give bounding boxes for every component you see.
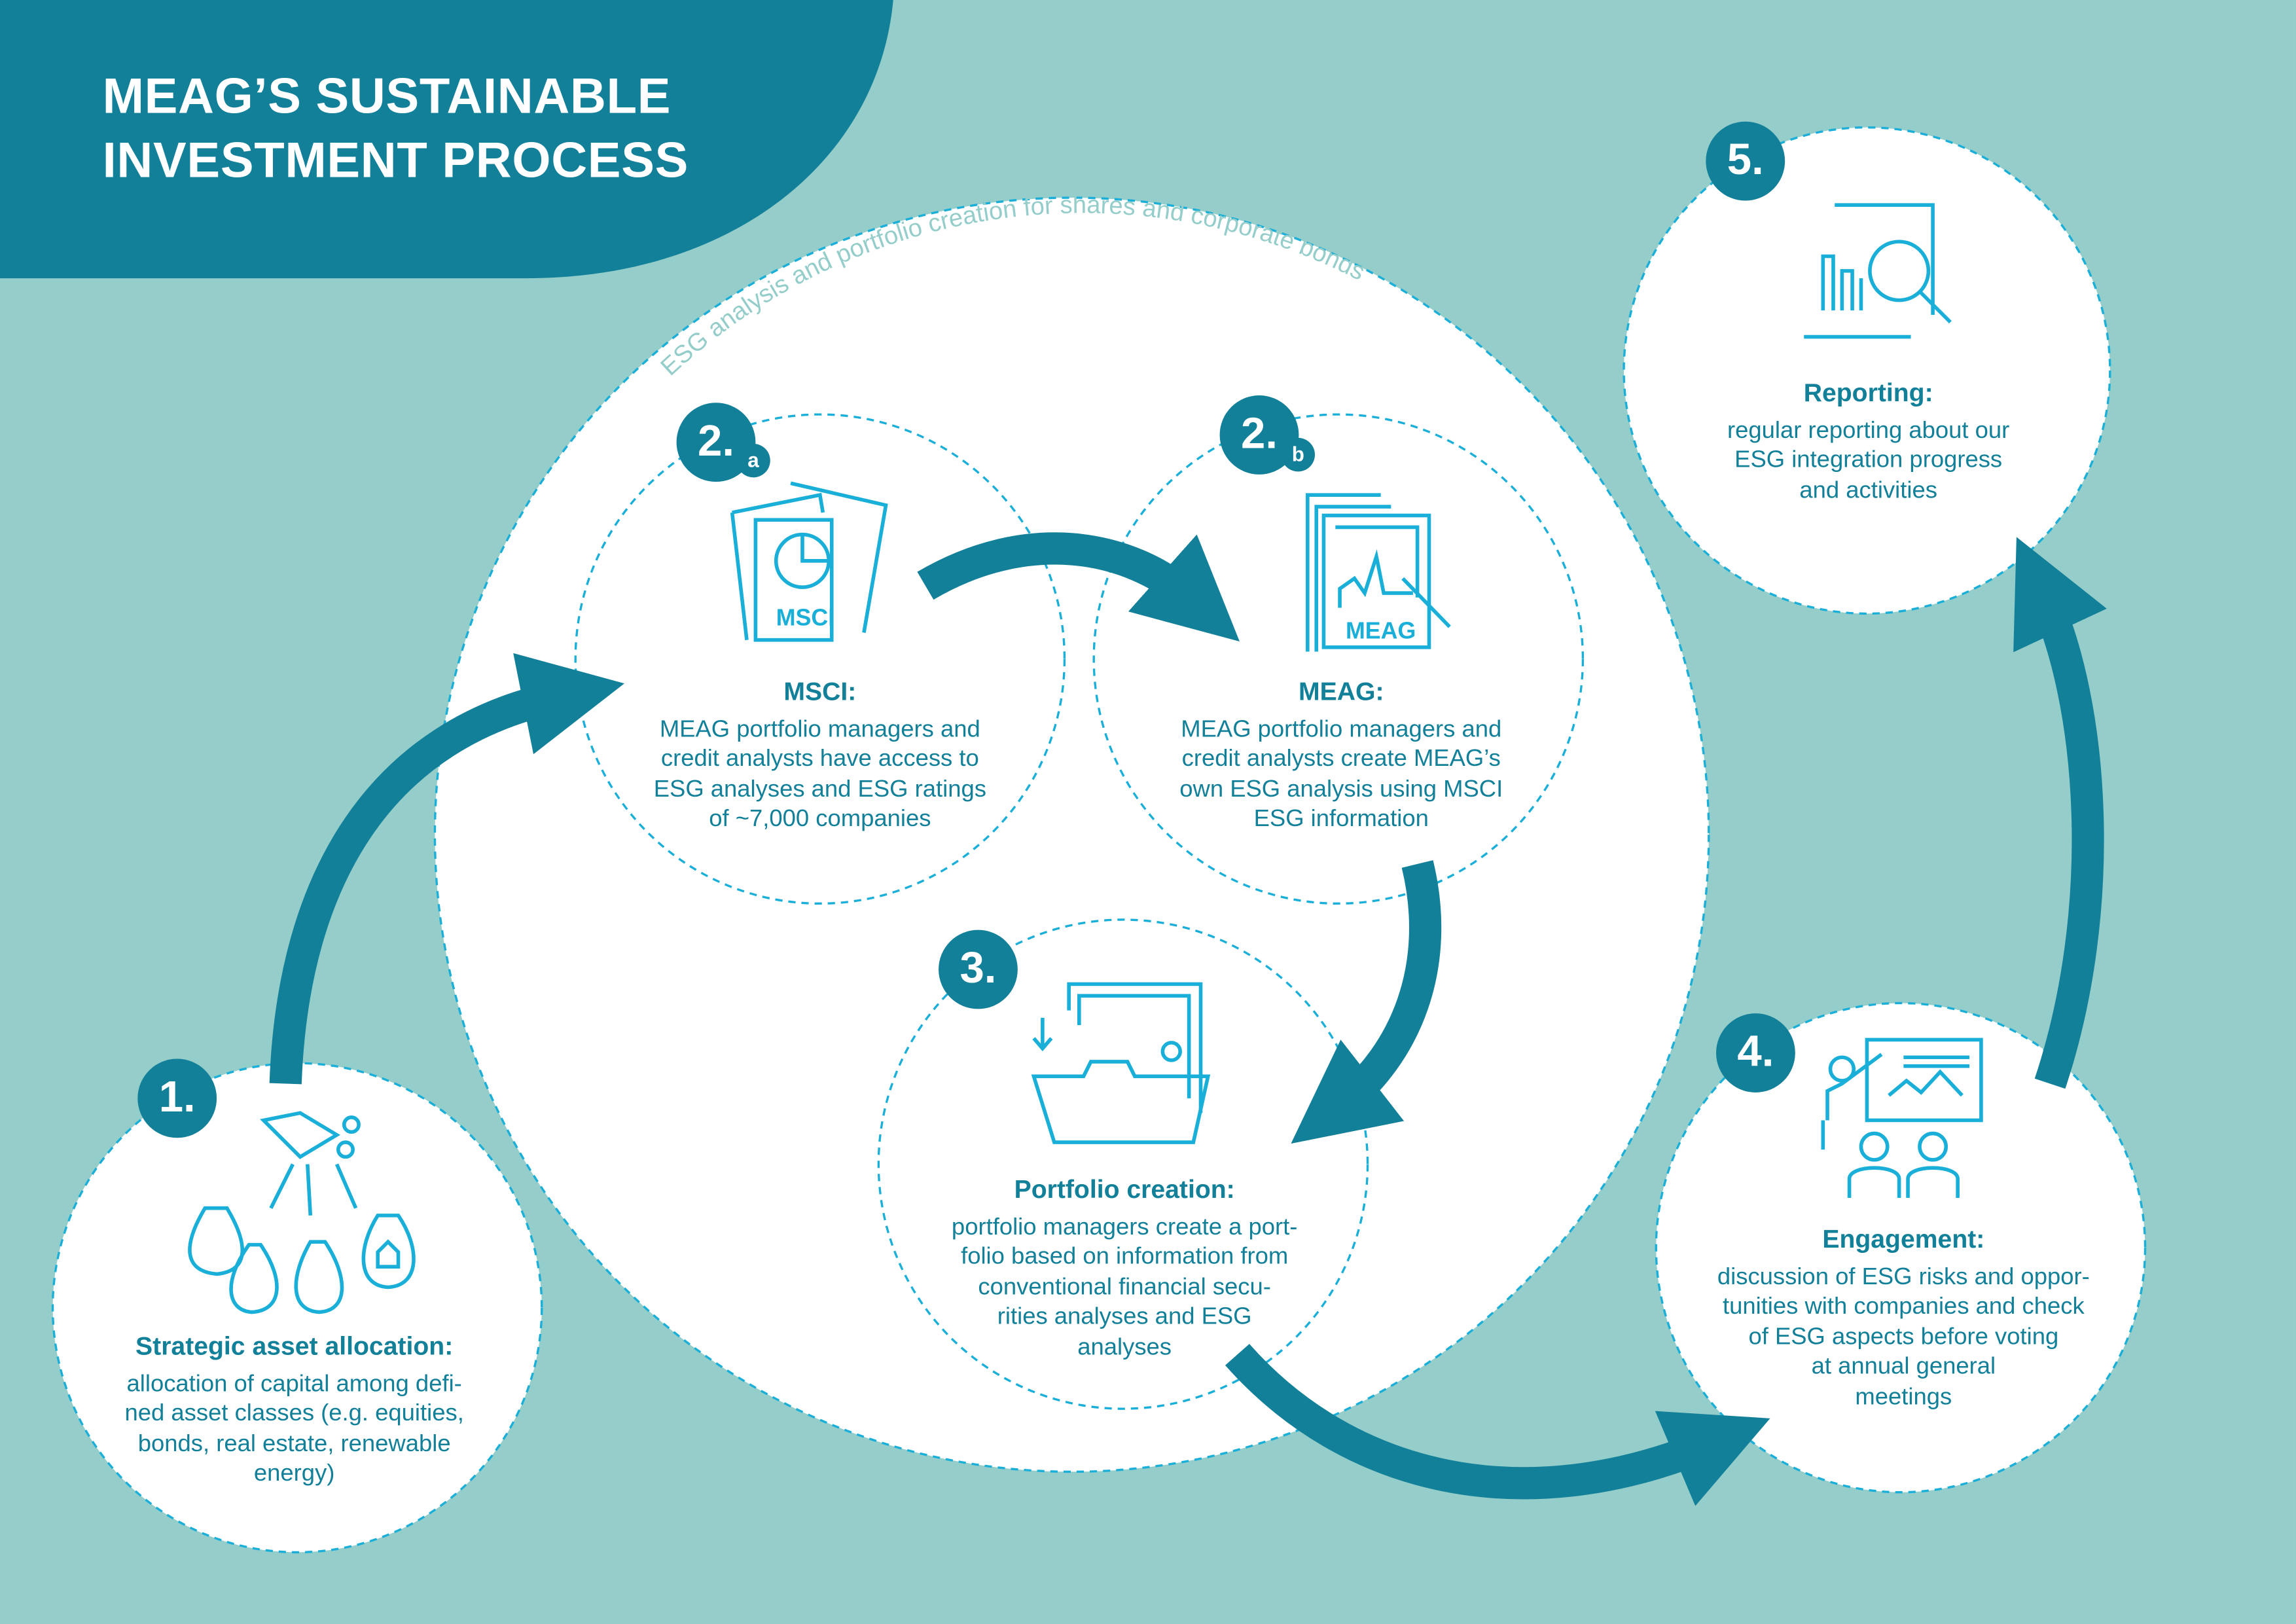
step3-text: Portfolio creation: portfolio managers c… — [890, 1174, 1359, 1363]
step2b-line: ESG information — [1253, 806, 1429, 833]
step2b-line: MEAG portfolio managers and — [1181, 715, 1502, 742]
step4-line: of ESG aspects before voting — [1748, 1323, 2059, 1350]
step5-heading: Reporting: — [1803, 378, 1933, 407]
step2a-line: MEAG portfolio managers and — [659, 715, 980, 742]
step3-heading: Portfolio creation: — [1014, 1174, 1235, 1204]
arrow-2b-to-3 — [1291, 860, 1442, 1144]
step5-badge: 5. — [1706, 121, 1785, 201]
step5-text: Reporting: regular reporting about our E… — [1634, 378, 2103, 505]
step1-badge: 1. — [137, 1058, 217, 1138]
step2a-heading: MSCI: — [783, 676, 857, 706]
step3-circle — [877, 918, 1369, 1410]
step2b-line: own ESG analysis using MSCI — [1179, 776, 1503, 803]
step2b-text: MEAG: MEAG portfolio managers and credit… — [1107, 677, 1575, 835]
arrow-1-to-2a — [269, 653, 624, 1085]
step5-line: and activities — [1799, 477, 1937, 504]
report-magnifier-icon — [1804, 203, 1952, 339]
step5-line: regular reporting about our — [1727, 416, 2010, 443]
step3-badge: 3. — [939, 929, 1018, 1009]
title-line-1: MEAG’S SUSTAINABLE — [102, 69, 672, 125]
step2b-line: credit analysts create MEAG’s — [1181, 746, 1501, 772]
step3-line: analyses — [1077, 1334, 1172, 1361]
arrow-2a-to-2b — [917, 532, 1240, 641]
presentation-meeting-icon — [1821, 1038, 1983, 1199]
step1-heading: Strategic asset allocation: — [135, 1331, 454, 1361]
step2a-line: credit analysts have access to — [660, 746, 979, 772]
step4-heading: Engagement: — [1822, 1224, 1985, 1254]
step5-circle — [1623, 126, 2111, 615]
step2a-line: ESG analyses and ESG ratings — [653, 776, 986, 803]
step3-line: folio based on information from — [961, 1243, 1289, 1271]
step2a-line: of ~7,000 companies — [709, 806, 931, 833]
title-banner — [0, 0, 893, 279]
step4-line: tunities with companies and check — [1722, 1293, 2085, 1320]
step4-line: discussion of ESG risks and oppor- — [1717, 1263, 2090, 1290]
step2a-sub-badge: a — [736, 443, 770, 478]
portfolio-folder-icon — [1031, 982, 1211, 1144]
msci-document-icon — [730, 481, 888, 642]
page-title: MEAG’S SUSTAINABLE INVESTMENT PROCESS — [103, 64, 689, 193]
step4-line: meetings — [1855, 1384, 1952, 1411]
arrow-4-to-5 — [2013, 537, 2107, 1089]
msci-icon-label: MSCI — [776, 604, 834, 630]
step4-badge: 4. — [1715, 1013, 1795, 1092]
step5-line: ESG integration progress — [1734, 446, 2003, 474]
step3-line: conventional financial secu- — [978, 1273, 1271, 1301]
step1-line: bonds, real estate, renewable — [137, 1430, 451, 1457]
step3-line: rities analyses and ESG — [997, 1303, 1252, 1331]
money-bags-icon — [188, 1111, 416, 1314]
step4-line: at annual general — [1811, 1354, 1996, 1380]
step1-line: energy) — [253, 1460, 335, 1487]
arrow-3-to-4 — [1225, 1344, 1770, 1506]
step4-circle — [1655, 1001, 2147, 1494]
meag-document-icon — [1306, 493, 1451, 652]
step2b-heading: MEAG: — [1299, 676, 1384, 706]
step4-text: Engagement: discussion of ESG risks and … — [1669, 1224, 2138, 1413]
step2b-badge: 2. — [1219, 395, 1299, 475]
title-line-2: INVESTMENT PROCESS — [102, 133, 689, 189]
step1-text: Strategic asset allocation: allocation o… — [60, 1331, 529, 1490]
step1-line: allocation of capital among defi- — [126, 1370, 462, 1397]
meag-icon-label: MEAG — [1346, 617, 1416, 643]
step2b-sub-badge: b — [1281, 437, 1316, 472]
step2a-text: MSCI: MEAG portfolio managers and credit… — [586, 677, 1054, 835]
step1-line: ned asset classes (e.g. equities, — [124, 1400, 464, 1427]
step3-line: portfolio managers create a port- — [951, 1213, 1298, 1240]
